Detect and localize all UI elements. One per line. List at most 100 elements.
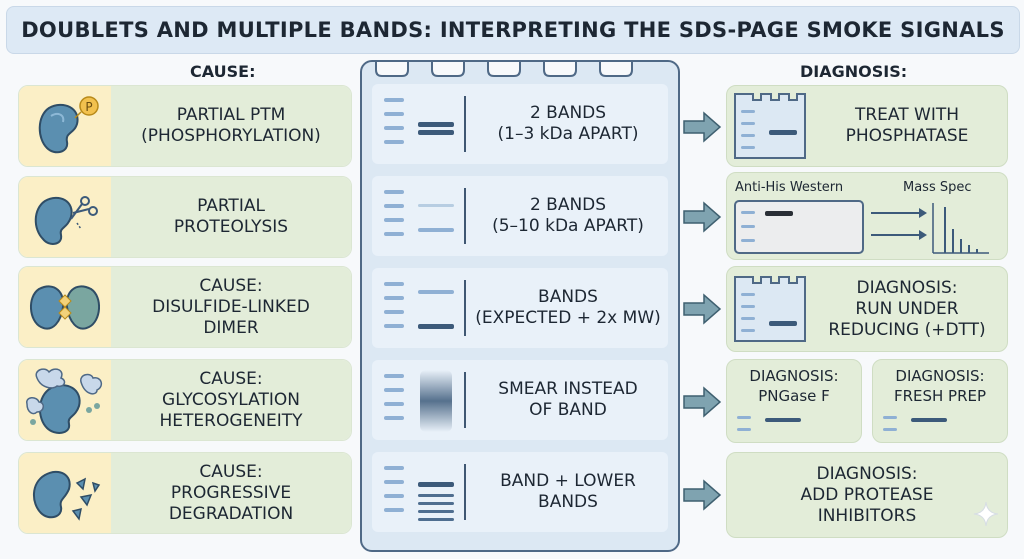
sample-lane [418,290,454,329]
ladder-lane [384,466,404,512]
western-and-mass-spec-icon [734,200,989,254]
diag-line: PHOSPHATASE [845,126,969,146]
cause-icon-cell: P [19,86,111,166]
diag-line: RUN UNDER [855,298,959,319]
gel-row-doublet-spaced: 2 BANDS (5–10 kDa APART) [372,176,668,256]
cause-line: DIMER [203,317,259,338]
mini-gel-icon [734,276,806,342]
cause-line: PARTIAL [197,196,265,216]
diagnosis-text: DIAGNOSIS: ADD PROTEASE INHIBITORS [727,453,1007,537]
diag-line: ADD PROTEASE [800,484,934,505]
lane-divider [464,188,466,244]
lane-divider [464,372,466,428]
gel-line: BANDS [538,492,598,512]
mass-spec-label: Mass Spec [903,180,972,195]
cause-row-proteolysis: PARTIAL PROTEOLYSIS [18,176,352,258]
gel-line: (EXPECTED + 2x MW) [475,308,661,328]
gel-row-doublet-close: 2 BANDS (1–3 kDa APART) [372,84,668,164]
smear-lane [420,370,452,432]
sparkle-icon [973,501,999,527]
ladder-lane [384,374,404,420]
diagnosis-header: DIAGNOSIS: [800,62,908,81]
gel-description: SMEAR INSTEAD OF BAND [472,360,664,440]
diag-line: REDUCING (+DTT) [828,319,986,340]
phosphorylated-protein-icon: P [38,96,99,154]
sds-page-gel: 2 BANDS (1–3 kDa APART) 2 BANDS (5–10 kD… [360,60,680,552]
gel-row-dimer: BANDS (EXPECTED + 2x MW) [372,268,668,348]
mini-band-icon [737,416,801,431]
cause-icon-cell [19,177,111,257]
diagnosis-reducing: DIAGNOSIS: RUN UNDER REDUCING (+DTT) [726,266,1008,352]
gel-line: 2 BANDS [529,103,607,123]
cause-header: CAUSE: [190,62,256,81]
sample-lane [418,204,454,232]
diagnosis-text: TREAT WITH PHOSPHATASE [811,86,1003,166]
gel-description: 2 BANDS (1–3 kDa APART) [472,84,664,164]
arrow-right-icon [683,201,722,233]
cause-row-phosphorylation: P PARTIAL PTM (PHOSPHORYLATION) [18,85,352,167]
cause-line: PARTIAL PTM [176,105,286,125]
phospho-badge: P [85,100,92,114]
cause-icon-cell [19,360,111,440]
cause-line: CAUSE: [199,368,263,389]
gel-description: BAND + LOWER BANDS [472,452,664,532]
diagnosis-text: DIAGNOSIS: PNGase F [727,364,861,408]
degraded-protein-icon [33,470,101,521]
gel-line: BAND + LOWER [500,471,636,491]
gel-row-smear: SMEAR INSTEAD OF BAND [372,360,668,440]
disulfide-dimer-icon [30,285,100,330]
cause-line: HETEROGENEITY [159,410,303,431]
lane-divider [464,464,466,520]
lane-divider [464,280,466,336]
arrow-right-icon [683,479,722,511]
gel-description: 2 BANDS (5–10 kDa APART) [472,176,664,256]
cause-row-glycosylation: CAUSE: GLYCOSYLATION HETEROGENEITY [18,359,352,441]
diagnosis-pngase: DIAGNOSIS: PNGase F [726,359,862,443]
cause-text: CAUSE: GLYCOSYLATION HETEROGENEITY [111,360,351,440]
gel-line: (5–10 kDa APART) [492,216,644,236]
cause-line: CAUSE: [199,275,263,296]
diagnosis-text: DIAGNOSIS: RUN UNDER REDUCING (+DTT) [811,267,1003,351]
cause-line: PROGRESSIVE [170,482,292,503]
ladder-lane [384,98,404,144]
arrow-right-icon [683,293,722,325]
sample-lane [418,482,454,521]
sample-lane [418,122,454,135]
page-title: DOUBLETS AND MULTIPLE BANDS: INTERPRETIN… [21,18,1005,42]
gel-row-degradation: BAND + LOWER BANDS [372,452,668,532]
diag-line: DIAGNOSIS: [749,367,839,385]
cause-line: PROTEOLYSIS [173,217,289,237]
lane-divider [464,96,466,152]
diagnosis-fresh-prep: DIAGNOSIS: FRESH PREP [872,359,1008,443]
gel-wells [375,62,633,77]
cause-text: CAUSE: DISULFIDE-LINKED DIMER [111,267,351,347]
diag-line: DIAGNOSIS: [856,277,958,298]
cause-icon-cell [19,453,111,533]
mini-gel-icon [734,93,806,159]
diag-line: DIAGNOSIS: [816,463,918,484]
cause-row-disulfide-dimer: CAUSE: DISULFIDE-LINKED DIMER [18,266,352,348]
western-label: Anti-His Western [735,180,844,195]
title-bar: DOUBLETS AND MULTIPLE BANDS: INTERPRETIN… [6,6,1020,54]
gel-line: SMEAR INSTEAD [498,379,638,399]
arrow-right-icon [683,111,722,143]
diag-line: TREAT WITH [854,105,960,125]
ladder-lane [384,190,404,236]
mini-band-icon [883,416,947,431]
cause-line: DISULFIDE-LINKED [152,296,310,317]
cause-row-degradation: CAUSE: PROGRESSIVE DEGRADATION [18,452,352,534]
ladder-lane [384,282,404,328]
diagnosis-phosphatase: TREAT WITH PHOSPHATASE [726,85,1008,167]
cause-icon-cell [19,267,111,347]
gel-line: OF BAND [529,400,607,420]
cause-text: CAUSE: PROGRESSIVE DEGRADATION [111,453,351,533]
cause-text: PARTIAL PTM (PHOSPHORYLATION) [111,86,351,166]
diagnosis-text: DIAGNOSIS: FRESH PREP [873,364,1007,408]
diag-line: INHIBITORS [817,505,917,526]
gel-description: BANDS (EXPECTED + 2x MW) [472,268,664,348]
cause-line: DEGRADATION [168,503,294,524]
gel-line: BANDS [538,287,598,307]
scissors-cutting-protein-icon [34,196,98,245]
gel-line: (1–3 kDa APART) [497,124,639,144]
diag-line: PNGase F [758,387,830,405]
